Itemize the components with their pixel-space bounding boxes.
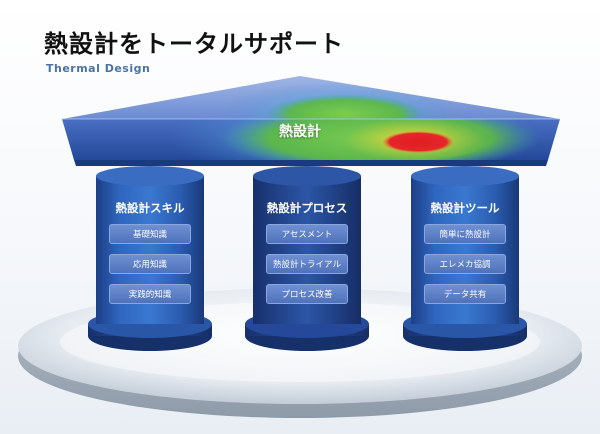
pillar-item: 簡単に熱設計 [424,224,506,244]
pillar-title-tool: 熱設計ツール [430,201,500,215]
pillar-title-process: 熱設計プロセス [266,201,348,215]
page-subtitle: Thermal Design [46,62,151,75]
pillar-item: 熱設計トライアル [266,254,348,274]
pillar-title-skill: 熱設計スキル [115,201,185,215]
pillar-item: エレメカ協調 [424,254,506,274]
roof-label: 熱設計 [279,124,321,140]
roof [62,76,560,166]
pillar-item: データ共有 [424,284,506,304]
pillar-item: 基礎知識 [109,224,191,244]
heat-map [170,119,540,160]
pillar-item: プロセス改善 [266,284,348,304]
page-title: 熱設計をトータルサポート [44,30,344,58]
pillar-item: 応用知識 [109,254,191,274]
pillar-item: 実践的知識 [109,284,191,304]
pillar-item: アセスメント [266,224,348,244]
